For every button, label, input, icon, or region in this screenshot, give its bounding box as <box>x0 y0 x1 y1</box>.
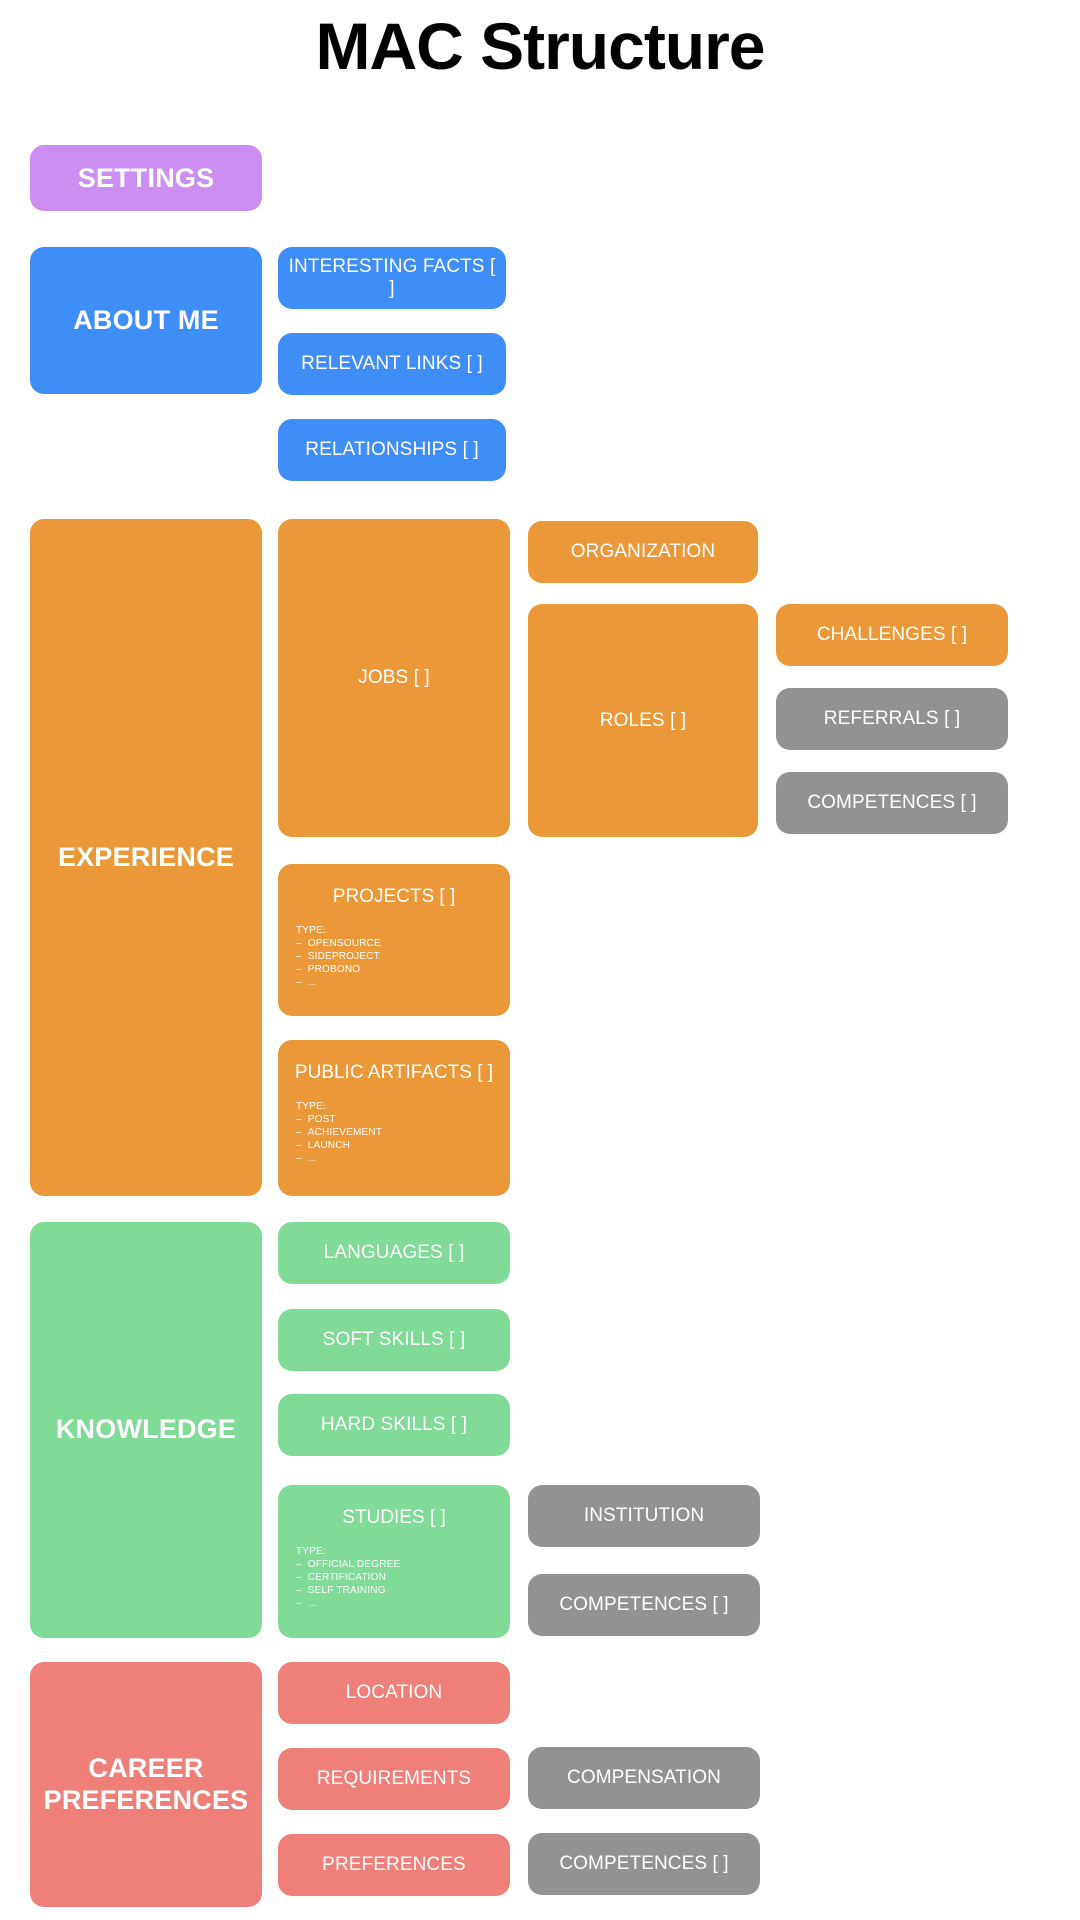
card-requirements-label: REQUIREMENTS <box>316 1768 472 1789</box>
public-artifacts-type-item: ACHIEVEMENT <box>296 1126 510 1139</box>
projects-type-item: SIDEPROJECT <box>296 950 510 963</box>
card-compensation-label: COMPENSATION <box>567 1767 721 1788</box>
card-career-competences-label: COMPETENCES [ ] <box>559 1853 729 1874</box>
card-knowledge-competences[interactable]: COMPETENCES [ ] <box>528 1574 760 1636</box>
card-requirements[interactable]: REQUIREMENTS <box>278 1748 510 1810</box>
card-studies-label: STUDIES [ ] <box>342 1507 446 1528</box>
card-roles[interactable]: ROLES [ ] <box>528 604 758 837</box>
projects-type-item: ... <box>296 976 510 989</box>
card-jobs[interactable]: JOBS [ ] <box>278 519 510 837</box>
card-knowledge-competences-label: COMPETENCES [ ] <box>559 1594 729 1615</box>
card-preferences[interactable]: PREFERENCES <box>278 1834 510 1896</box>
card-studies[interactable]: STUDIES [ ] TYPE: OFFICIAL DEGREE CERTIF… <box>278 1485 510 1638</box>
card-relevant-links-label: RELEVANT LINKS [ ] <box>301 353 483 374</box>
card-public-artifacts[interactable]: PUBLIC ARTIFACTS [ ] TYPE: POST ACHIEVEM… <box>278 1040 510 1196</box>
card-jobs-label: JOBS [ ] <box>358 667 430 688</box>
card-career-preferences[interactable]: CAREER PREFERENCES <box>30 1662 262 1907</box>
card-compensation[interactable]: COMPENSATION <box>528 1747 760 1809</box>
card-institution-label: INSTITUTION <box>583 1505 705 1526</box>
card-location-label: LOCATION <box>345 1682 443 1703</box>
card-challenges-label: CHALLENGES [ ] <box>816 624 968 645</box>
projects-type-item: PROBONO <box>296 963 510 976</box>
studies-type-title: TYPE: <box>296 1546 326 1557</box>
card-interesting-facts-label: INTERESTING FACTS [ ] <box>288 256 496 299</box>
card-knowledge-label: KNOWLEDGE <box>55 1414 237 1445</box>
card-languages[interactable]: LANGUAGES [ ] <box>278 1222 510 1284</box>
card-roles-label: ROLES [ ] <box>599 709 687 731</box>
public-artifacts-type-item: POST <box>296 1113 510 1126</box>
card-public-artifacts-label: PUBLIC ARTIFACTS [ ] <box>294 1062 494 1083</box>
card-challenges[interactable]: CHALLENGES [ ] <box>776 604 1008 666</box>
card-settings-label: SETTINGS <box>77 162 215 193</box>
card-referrals-label: REFERRALS [ ] <box>823 708 961 729</box>
card-projects[interactable]: PROJECTS [ ] TYPE: OPENSOURCE SIDEPROJEC… <box>278 864 510 1016</box>
projects-type-item: OPENSOURCE <box>296 937 510 950</box>
card-languages-label: LANGUAGES [ ] <box>323 1242 465 1263</box>
studies-type-list: TYPE: OFFICIAL DEGREE CERTIFICATION SELF… <box>278 1545 510 1610</box>
career-preferences-line-1: CAREER <box>88 1753 204 1784</box>
card-settings[interactable]: SETTINGS <box>30 145 262 211</box>
card-career-competences[interactable]: COMPETENCES [ ] <box>528 1833 760 1895</box>
studies-type-item: OFFICIAL DEGREE <box>296 1558 510 1571</box>
card-experience-competences-label: COMPETENCES [ ] <box>807 792 977 813</box>
page-title: MAC Structure <box>315 9 765 83</box>
card-experience[interactable]: EXPERIENCE <box>30 519 262 1196</box>
public-artifacts-type-item: LAUNCH <box>296 1139 510 1152</box>
card-about-me[interactable]: ABOUT ME <box>30 247 262 394</box>
public-artifacts-type-title: TYPE: <box>296 1101 326 1112</box>
studies-type-item: SELF TRAINING <box>296 1584 510 1597</box>
card-preferences-label: PREFERENCES <box>322 1854 466 1875</box>
card-interesting-facts[interactable]: INTERESTING FACTS [ ] <box>278 247 506 309</box>
card-relationships-label: RELATIONSHIPS [ ] <box>305 439 479 460</box>
career-preferences-line-2: PREFERENCES <box>43 1784 249 1815</box>
studies-type-item: CERTIFICATION <box>296 1571 510 1584</box>
card-organization[interactable]: ORGANIZATION <box>528 521 758 583</box>
card-organization-label: ORGANIZATION <box>570 541 716 562</box>
public-artifacts-type-list: TYPE: POST ACHIEVEMENT LAUNCH ... <box>278 1100 510 1165</box>
card-experience-competences[interactable]: COMPETENCES [ ] <box>776 772 1008 834</box>
card-soft-skills-label: SOFT SKILLS [ ] <box>322 1329 466 1350</box>
card-institution[interactable]: INSTITUTION <box>528 1485 760 1547</box>
public-artifacts-type-item: ... <box>296 1152 510 1165</box>
card-knowledge[interactable]: KNOWLEDGE <box>30 1222 262 1638</box>
card-about-me-label: ABOUT ME <box>73 304 219 335</box>
card-hard-skills[interactable]: HARD SKILLS [ ] <box>278 1394 510 1456</box>
card-relevant-links[interactable]: RELEVANT LINKS [ ] <box>278 333 506 395</box>
card-relationships[interactable]: RELATIONSHIPS [ ] <box>278 419 506 481</box>
card-referrals[interactable]: REFERRALS [ ] <box>776 688 1008 750</box>
projects-type-title: TYPE: <box>296 925 326 936</box>
card-hard-skills-label: HARD SKILLS [ ] <box>320 1414 468 1435</box>
card-career-preferences-label: CAREER PREFERENCES <box>30 1753 262 1815</box>
card-location[interactable]: LOCATION <box>278 1662 510 1724</box>
studies-type-item: ... <box>296 1597 510 1610</box>
card-soft-skills[interactable]: SOFT SKILLS [ ] <box>278 1309 510 1371</box>
projects-type-list: TYPE: OPENSOURCE SIDEPROJECT PROBONO ... <box>278 924 510 989</box>
card-experience-label: EXPERIENCE <box>57 841 235 872</box>
card-projects-label: PROJECTS [ ] <box>332 886 456 907</box>
